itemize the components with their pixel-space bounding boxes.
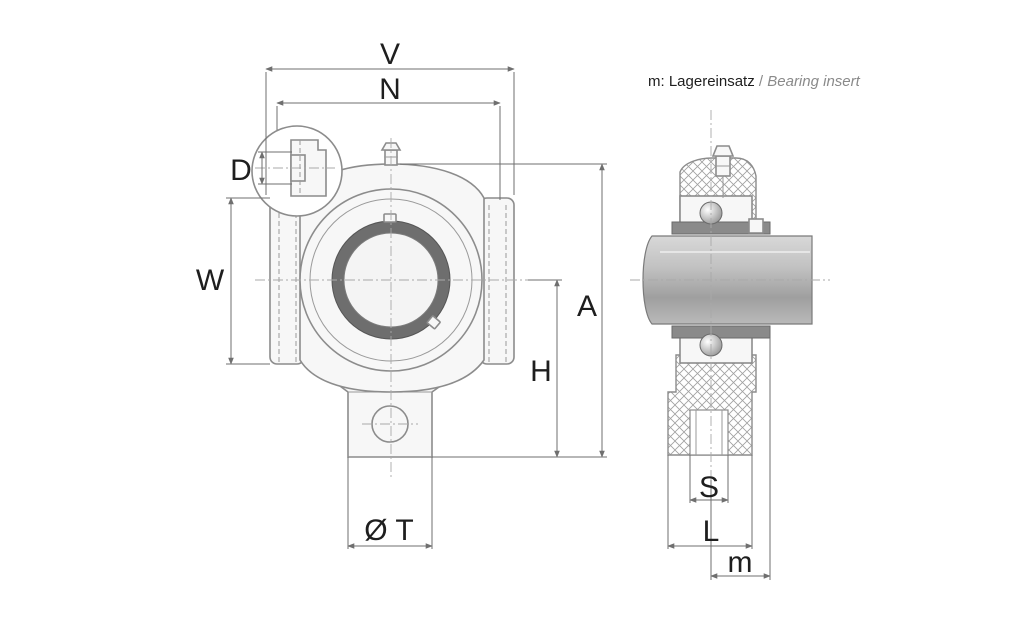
grease-nipple-side [711,145,735,198]
legend-english: Bearing insert [767,73,860,90]
legend-separator: / [758,73,764,90]
detail-circle-d [251,125,343,217]
side-dimensions [667,338,771,580]
label-d: D [230,154,252,187]
legend-german: m: Lagereinsatz [648,73,755,90]
label-m: m [728,546,753,579]
legend-bearing-insert: m: Lagereinsatz / Bearing insert [648,73,860,90]
housing-right-arm [479,197,515,365]
housing-left-arm [269,197,305,365]
label-n: N [379,73,401,106]
label-l: L [703,515,720,548]
label-a: A [577,290,597,323]
label-h: H [530,355,552,388]
label-s: S [699,471,719,504]
front-dimensions [226,66,607,549]
label-w: W [196,264,225,297]
side-view [630,110,830,480]
front-view [251,125,528,478]
label-v: V [380,38,400,71]
label-t: Ø T [364,514,413,547]
